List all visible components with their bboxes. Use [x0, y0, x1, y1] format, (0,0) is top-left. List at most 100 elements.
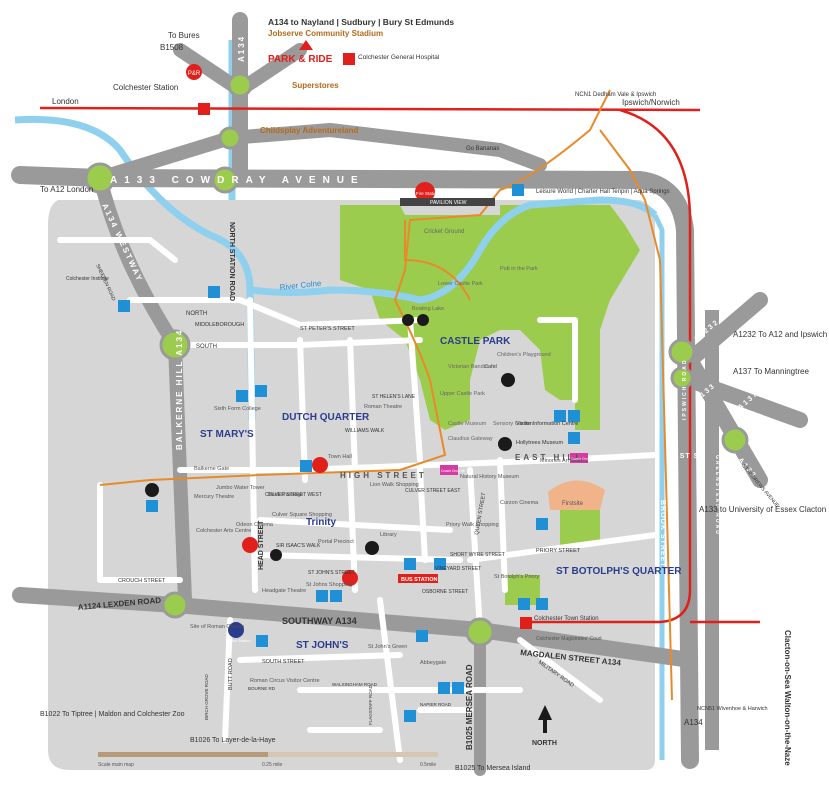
label-ipswich-road: IPSWICH ROAD [682, 359, 688, 421]
label-leisure-world: Leisure World | Charter Hall Tenpin | Aq… [536, 189, 670, 195]
rail-icon-town [520, 617, 532, 629]
label-culver-square: Culver Square Shopping [272, 512, 332, 518]
label-magistrates: Colchester Magistrates' Court [536, 636, 602, 642]
label-sensory-garden: Sensory Garden [493, 421, 533, 427]
label-colchester-station: Colchester Station [113, 83, 178, 92]
roundabout-lexden [161, 591, 189, 619]
label-cafe: Cafe [484, 364, 496, 370]
label-east-st: EAST ST [668, 453, 705, 460]
label-a134-north: A134 to Nayland | Sudbury | Bury St Edmu… [268, 17, 454, 27]
label-odeon: Odeon Cinema [236, 522, 274, 528]
river-colne [14, 115, 658, 421]
label-boating-lake: Boating Lake [412, 306, 444, 312]
label-st-marys: ST MARY'S [200, 429, 254, 440]
label-a1232-ipswich: A1232 To A12 and Ipswich [733, 330, 827, 339]
label-coach-dropoff-2: Coach Drop off [571, 457, 595, 461]
railway-loop [520, 108, 692, 624]
railway-main [39, 106, 701, 112]
pr-badge-label: P&R [188, 71, 201, 77]
label-balkerne-hill: BALKERNE HILL A134 [175, 329, 184, 450]
roundabout-east-2 [670, 366, 694, 390]
southway [12, 587, 698, 668]
label-priory-walk: Priory Walk Shopping [446, 522, 499, 528]
label-scale-mid: 0.25 mile [262, 762, 283, 768]
accessibility-icons [236, 390, 566, 694]
scale-bar [98, 752, 438, 757]
label-playground: Children's Playground [497, 352, 551, 358]
label-st-johns-shopping: St Johns Shopping [306, 582, 352, 588]
label-roman-church: Site of Roman Church [190, 624, 244, 630]
label-natural-history: Natural History Museum [460, 474, 519, 480]
label-park-ride: PARK & RIDE [268, 54, 333, 65]
label-greenstead-road: GREENSTEAD ROAD [714, 455, 720, 536]
label-scale: Scale main map [98, 762, 134, 768]
label-castle-museum: Castle Museum [448, 421, 487, 427]
label-colchester-institute: Colchester Institute [66, 276, 109, 282]
roundabout-mersea [465, 617, 495, 647]
label-south: SOUTH [196, 344, 217, 350]
roundabout-cowdray [211, 166, 239, 194]
label-ipswich-norwich: Ipswich/Norwich [622, 98, 680, 107]
label-a133-cowdray: A133 COWDRAY AVENUE [110, 175, 365, 186]
label-b1026: B1026 To Layer-de-la-Haye [190, 737, 276, 744]
label-clacton: Clacton-on-Sea Walton-on-the-Naze [783, 630, 792, 766]
label-brook-street: BROOK STREET [659, 500, 666, 568]
label-st-johns: ST JOHN'S [296, 640, 349, 651]
label-st-peters: ST PETER'S STREET [300, 326, 355, 332]
police-station-icon [228, 622, 244, 638]
label-jumbo: Jumbo Water Tower [216, 485, 265, 491]
label-a134-vertical: A134 [237, 35, 246, 62]
label-southway: SOUTHWAY A134 [282, 616, 357, 626]
label-dutch-quarter: DUTCH QUARTER [282, 412, 370, 423]
north-arrow-icon [538, 705, 552, 720]
label-library: Library [380, 532, 397, 538]
label-osborne-street: OSBORNE STREET [422, 589, 468, 595]
label-putt-in-park: Putt in the Park [500, 266, 538, 272]
label-crouch-street: CROUCH STREET [118, 578, 166, 584]
label-b1508: B1508 [160, 43, 184, 52]
label-roman-theatre: Roman Theatre [364, 404, 402, 410]
fire-station-icon [415, 182, 435, 202]
label-flagstaff: FLAGSTAFF ROAD [368, 684, 373, 725]
roundabout-middleborough [159, 329, 191, 361]
label-vineyard-street: VINEYARD STREET [435, 566, 481, 572]
label-to-bures: To Bures [168, 31, 200, 40]
firstsite-building [548, 480, 605, 510]
roundabout-east-1 [668, 338, 696, 366]
label-a133-essex: A133 to University of Essex Clacton | Ha… [699, 505, 829, 514]
label-head-street: HEAD STREET [258, 520, 265, 570]
label-police: Police Station [226, 638, 250, 643]
label-st-helens: ST HELEN'S LANE [372, 394, 416, 400]
a133-cowdray-avenue [11, 166, 699, 769]
label-lower-castle-park: Lower Castle Park [438, 281, 483, 287]
river-east [652, 213, 665, 760]
label-to-a12-london: To A12 London [40, 185, 93, 194]
label-river-colne: River Colne [279, 279, 322, 292]
label-south-street: SOUTH STREET [262, 659, 305, 665]
label-high-street: HIGH STREET [340, 471, 427, 480]
label-b1022: B1022 To Tiptree | Maldon and Colchester… [40, 711, 185, 718]
label-bus-station: BUS STATION [401, 577, 437, 583]
label-bourne-road: BOURNE RD [248, 686, 276, 691]
label-fire-station: Fire Station [416, 191, 440, 196]
label-curzon: Curzon Cinema [500, 500, 539, 506]
rail-icon-colchester [198, 103, 210, 115]
label-east-hill: EAST HILL [515, 453, 583, 462]
label-coach-dropoff-1: Coach Drop off [441, 469, 465, 473]
label-bandstand: Victorian Bandstand [448, 364, 497, 370]
label-bergholt: BIRCH GROVE ROAD [204, 673, 209, 720]
label-mercury: Mercury Theatre [194, 494, 234, 500]
roundabout-east-3 [721, 426, 749, 454]
label-culver-east: CULVER STREET EAST [405, 488, 460, 494]
label-stadium: Jobserve Community Stadium [268, 29, 383, 38]
label-butt-road: BUTT ROAD [228, 658, 234, 690]
hospital-icon [343, 53, 355, 65]
label-st-johns-street: ST JOHN'S STREET [308, 570, 355, 576]
label-mersea-road: B1025 MERSEA ROAD [465, 664, 474, 750]
label-superstores: Superstores [292, 81, 339, 90]
label-sixth-form: Sixth Form College [214, 406, 261, 412]
label-arts-centre: Colchester Arts Centre [196, 528, 251, 534]
label-hollytrees: Hollytrees Museum [516, 440, 563, 446]
label-headgate: Headgate Theatre [262, 588, 306, 594]
label-pavilion-view: PAVILION VIEW [430, 200, 467, 206]
